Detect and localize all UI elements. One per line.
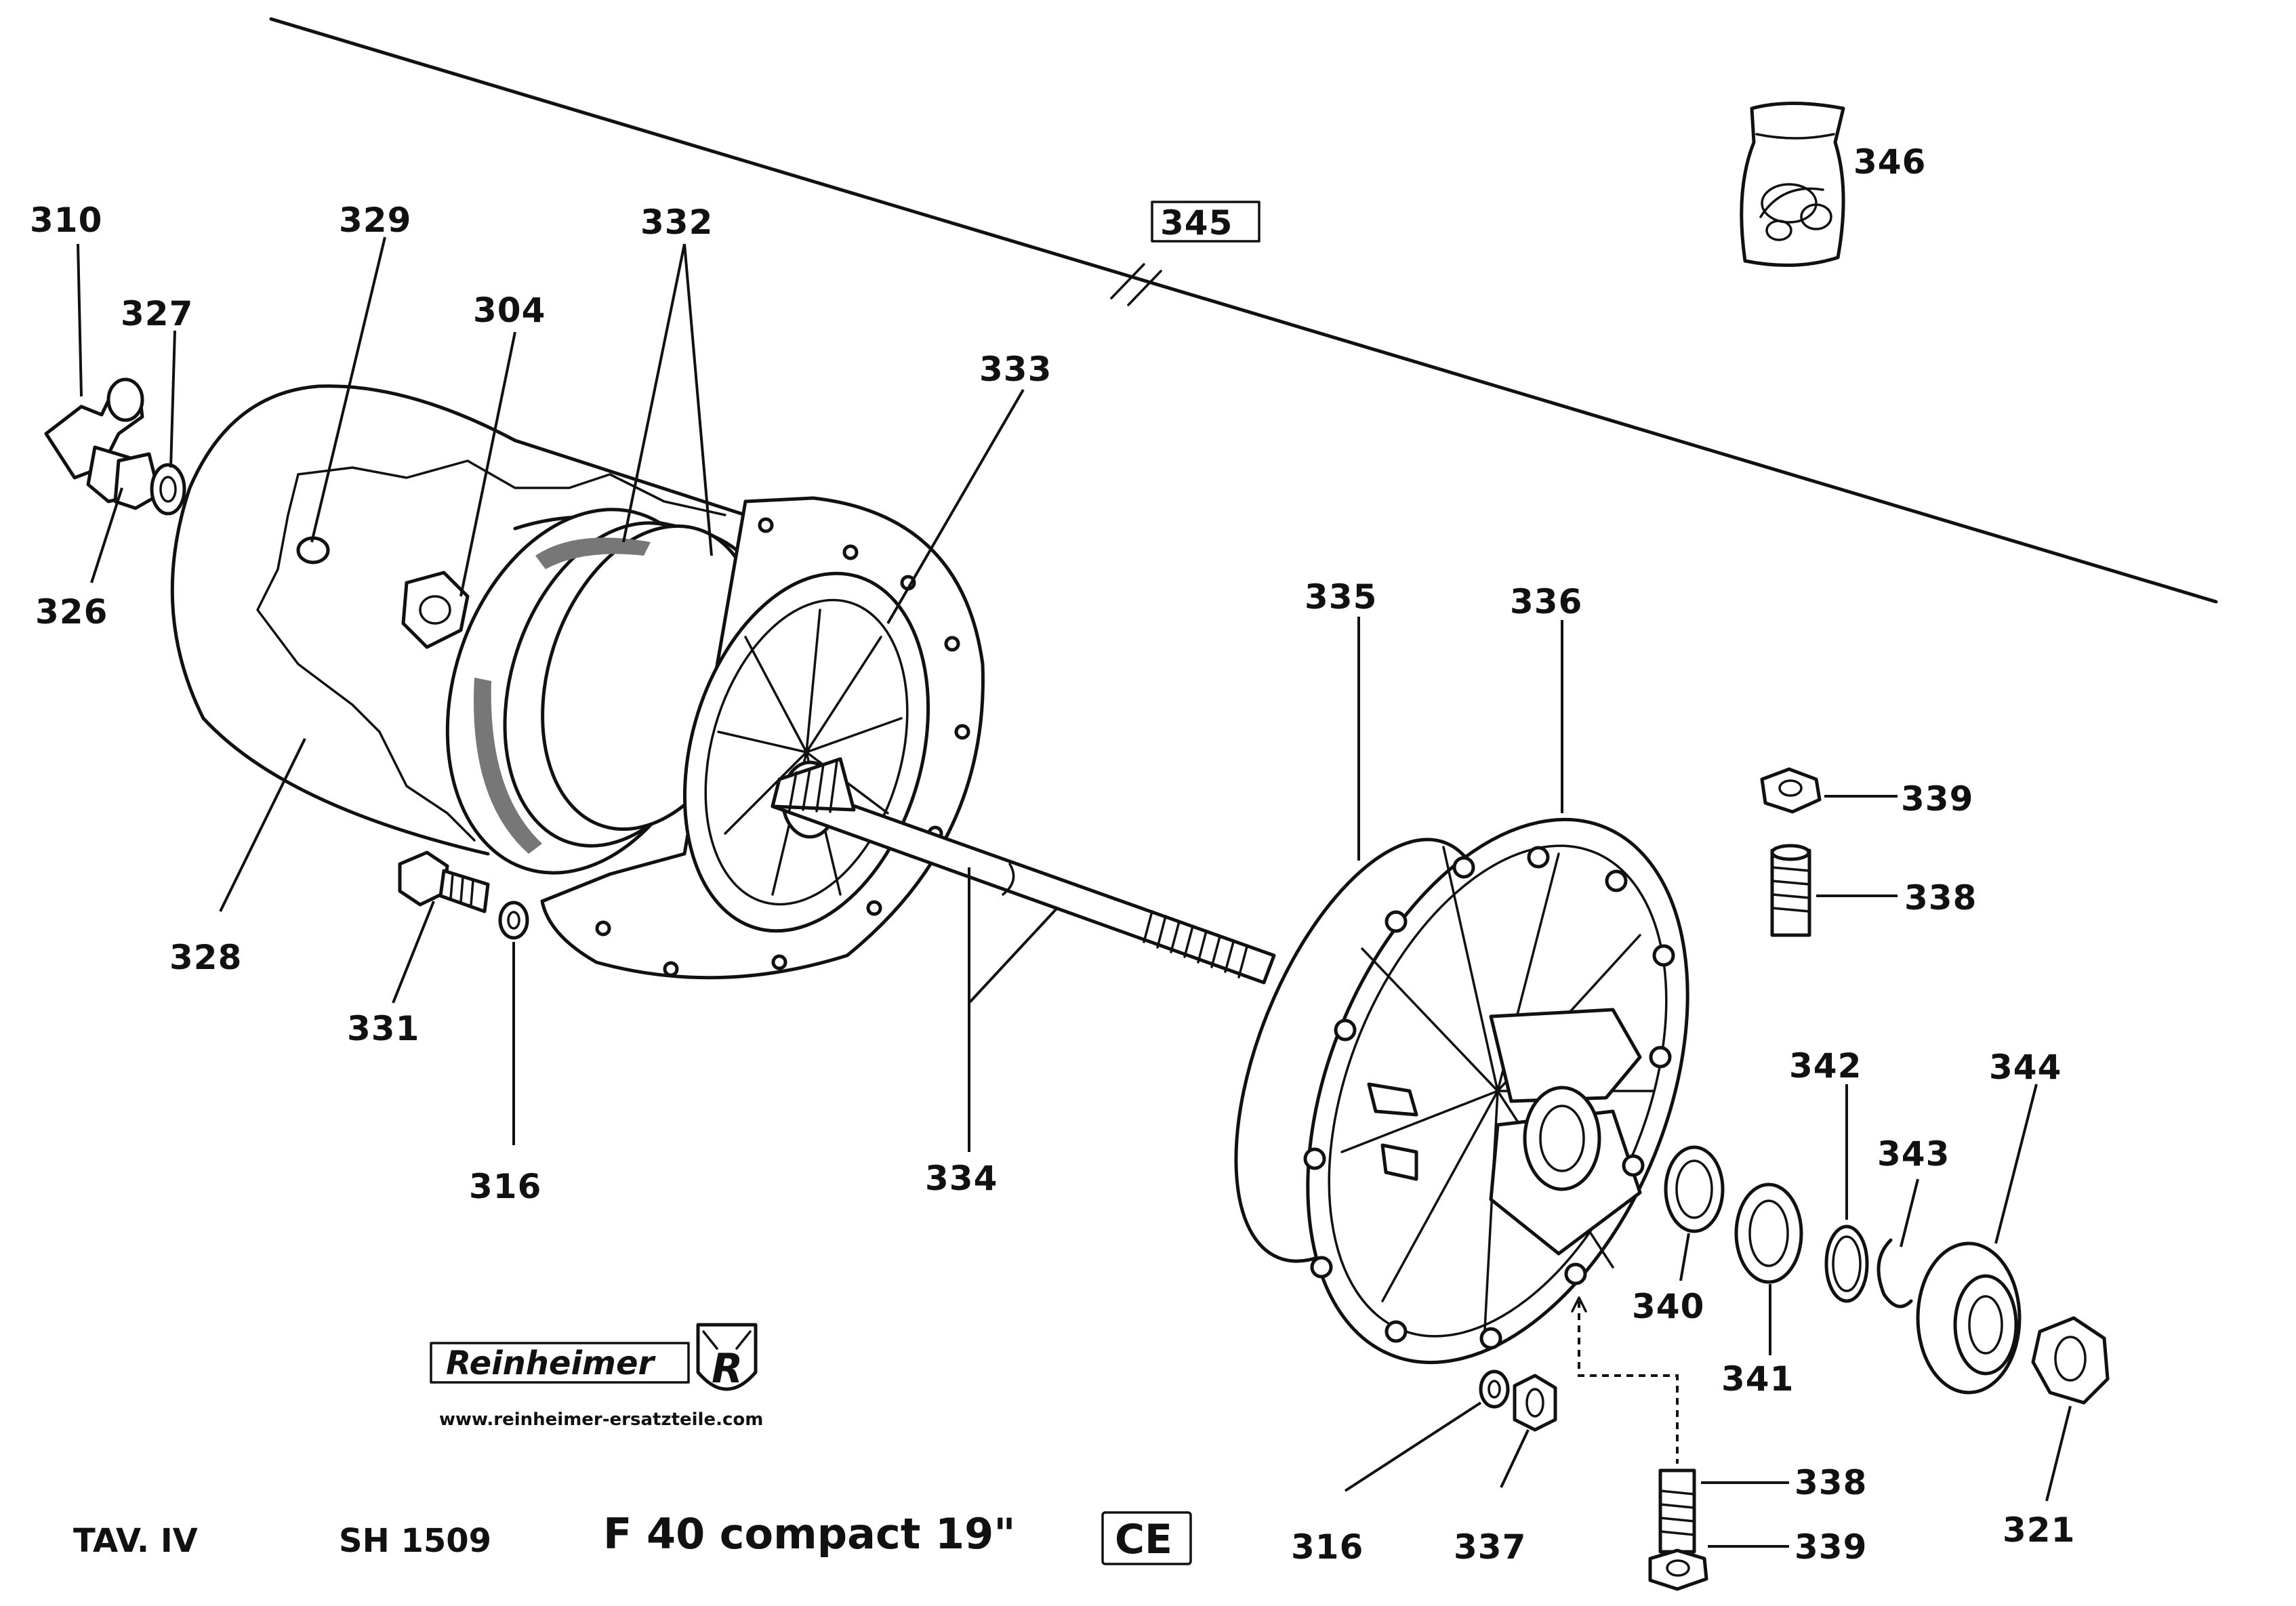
bolt-and-washer-drawing	[398, 850, 529, 940]
logo-website-url: www.reinheimer-ersatzteile.com	[439, 1409, 763, 1430]
part-label-331: 331	[347, 1009, 419, 1048]
part-label-342: 342	[1789, 1046, 1862, 1086]
brake-drum-drawing	[445, 496, 985, 980]
part-label-344: 344	[1989, 1048, 2062, 1087]
part-label-346: 346	[1853, 142, 1926, 182]
part-label-338-bottom: 338	[1795, 1463, 1867, 1502]
part-label-316-left: 316	[469, 1167, 541, 1206]
logo-frame	[430, 1342, 690, 1384]
part-label-310: 310	[30, 201, 102, 240]
footer: TAV. IV SH 1509 F 40 compact 19" CE	[73, 1509, 1192, 1565]
footer-part-code: SH 1509	[339, 1522, 491, 1560]
small-parts-bottom-drawing	[1479, 1296, 1708, 1591]
part-label-343: 343	[1877, 1134, 1950, 1174]
part-label-341: 341	[1721, 1359, 1794, 1399]
elbow-fitting-drawing	[44, 377, 186, 516]
reinheimer-logo: Reinheimer R www.reinheimer-ersatzteile.…	[430, 1323, 763, 1430]
part-label-338-top: 338	[1904, 878, 1977, 918]
part-label-339-bottom: 339	[1795, 1527, 1867, 1567]
bearing-stack-drawing	[1664, 1145, 2110, 1405]
part-label-326: 326	[35, 592, 108, 632]
logo-emblem-letter: R	[712, 1345, 743, 1393]
part-number-labels: 310 327 326 329 332 304 333 345 346 328 …	[30, 142, 2075, 1567]
parts-bag-drawing	[1740, 102, 1845, 267]
part-345-box	[1151, 201, 1260, 243]
part-label-329: 329	[339, 201, 411, 240]
gear-housing-drawing	[1234, 817, 1689, 1365]
part-label-332: 332	[640, 203, 713, 242]
shaft-drawing	[771, 757, 1276, 985]
footer-model-name: F 40 compact 19"	[603, 1509, 1016, 1559]
nut-and-screw-top-drawing	[1760, 767, 1822, 937]
ce-mark-frame	[1101, 1511, 1192, 1565]
section-divider-line	[269, 17, 2218, 604]
part-label-336: 336	[1510, 582, 1582, 621]
part-label-339-top: 339	[1901, 779, 1973, 819]
footer-table-number: TAV. IV	[73, 1522, 198, 1560]
part-label-304: 304	[473, 291, 546, 330]
logo-emblem-shield	[696, 1323, 758, 1391]
part-label-340: 340	[1632, 1287, 1704, 1326]
part-label-328: 328	[169, 938, 242, 977]
ce-mark: CE	[1115, 1516, 1172, 1563]
part-label-333: 333	[979, 350, 1052, 389]
leader-lines	[77, 236, 2072, 1548]
part-label-316-bottom: 316	[1291, 1527, 1364, 1567]
part-label-334: 334	[925, 1159, 998, 1198]
part-label-337: 337	[1454, 1527, 1526, 1567]
logo-brand-name: Reinheimer	[446, 1344, 657, 1382]
part-label-321: 321	[2003, 1510, 2075, 1550]
part-label-335: 335	[1305, 577, 1377, 617]
part-label-345: 345	[1160, 203, 1233, 243]
part-label-327: 327	[121, 294, 193, 333]
